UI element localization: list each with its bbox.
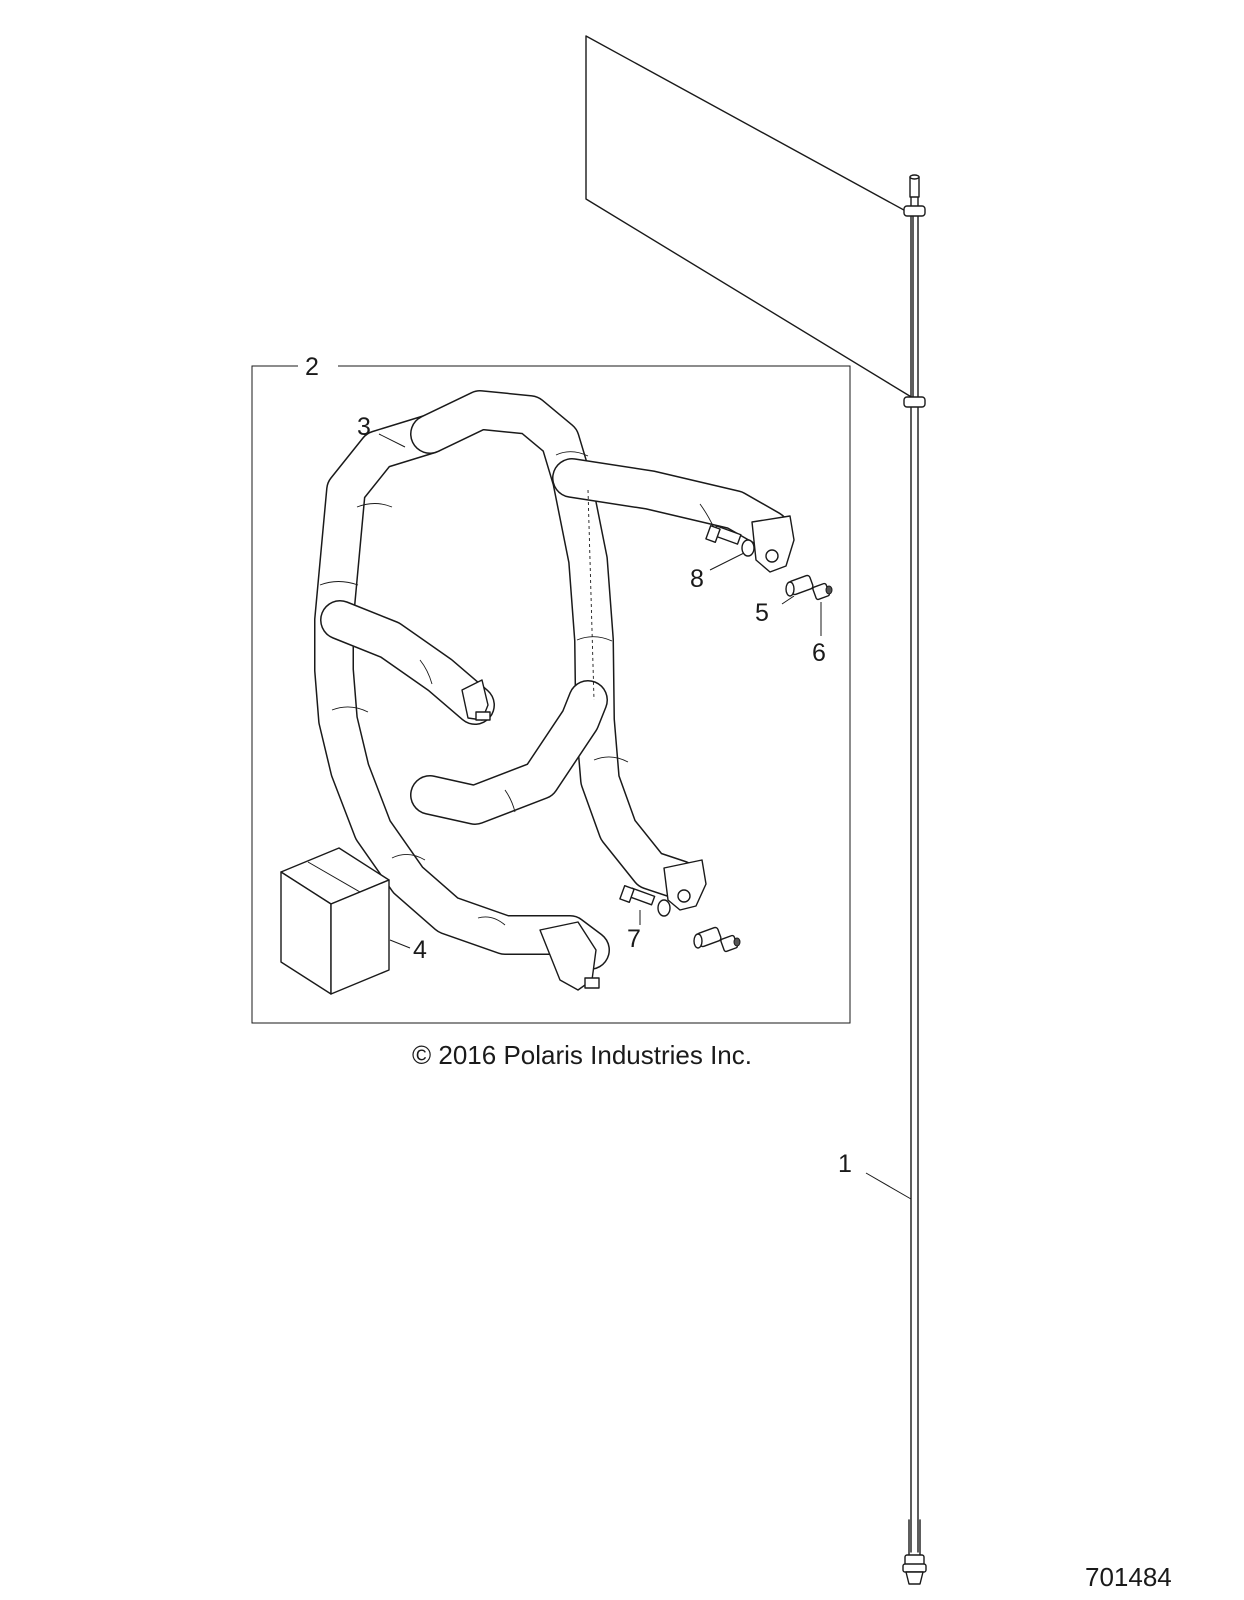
grab-bar-frame (314, 390, 790, 970)
drawing-number: 701484 (1085, 1562, 1172, 1592)
fastener-bolt-upper (705, 525, 755, 557)
callout-1: 1 (838, 1150, 852, 1178)
callout-2: 2 (305, 353, 319, 381)
callout-8: 8 (690, 565, 704, 593)
copyright-notice: © 2016 Polaris Industries Inc. (412, 1040, 752, 1070)
kit-boundary-box: 2 (251, 353, 851, 1024)
hardware-package-box (280, 847, 390, 995)
leader-line-1 (865, 1172, 912, 1200)
leader-line-3 (378, 433, 406, 448)
callout-3: 3 (357, 413, 371, 441)
fastener-bolt-lower (619, 885, 671, 917)
leader-line-5 (781, 595, 795, 605)
fastener-spacer-lower (693, 926, 722, 949)
frame-mount-brackets (461, 515, 795, 991)
callout-6: 6 (812, 639, 826, 667)
fastener-spacer-upper (785, 574, 814, 597)
fastener-nut-lower (720, 934, 741, 953)
fastener-nut-upper (812, 582, 833, 601)
whip-pole (902, 174, 927, 1585)
callout-7: 7 (627, 925, 641, 953)
callout-5: 5 (755, 599, 769, 627)
callout-4: 4 (413, 936, 427, 964)
leader-line-8 (709, 552, 745, 571)
leader-line-4 (389, 939, 411, 949)
flag-panel (585, 35, 914, 399)
flag-whip-assembly: 1 (585, 35, 927, 1585)
